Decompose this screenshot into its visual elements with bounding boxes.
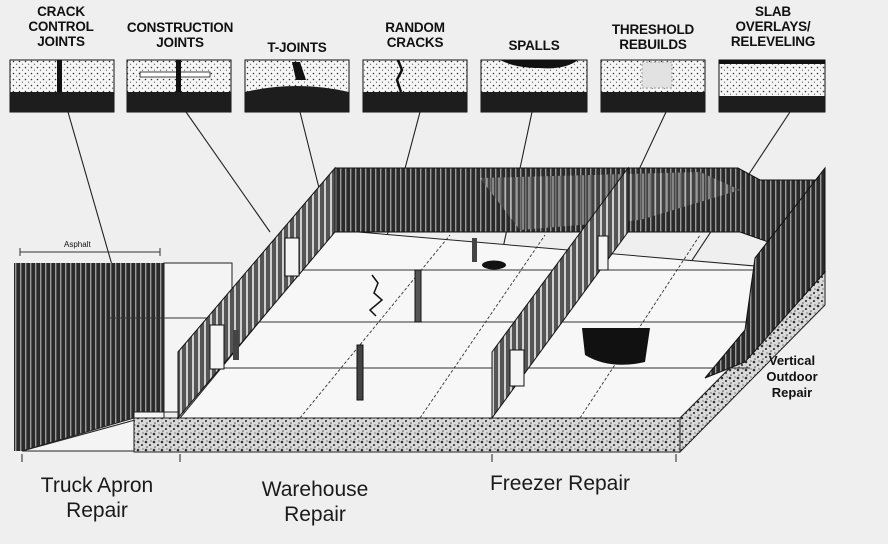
freezer-repair-label: Freezer Repair <box>489 472 631 495</box>
slab-samples <box>9 59 826 113</box>
warehouse-repair-label: Warehouse Repair <box>261 478 369 526</box>
label-construction-joints: CONSTRUCTION JOINTS <box>126 20 234 50</box>
vertical-outdoor-repair-label: Vertical Outdoor Repair <box>766 353 818 400</box>
asphalt-label: Asphalt <box>64 240 91 249</box>
truck-apron-repair-label: Truck Apron Repair <box>40 474 154 522</box>
joint-lines <box>210 234 810 419</box>
label-slab-overlays: SLAB OVERLAYS/ RELEVELING <box>730 4 816 49</box>
label-random-cracks: RANDOM CRACKS <box>385 20 445 50</box>
label-crack-control-joints: CRACK CONTROL JOINTS <box>28 4 94 49</box>
label-threshold-rebuilds: THRESHOLD REBUILDS <box>611 22 695 52</box>
label-t-joints: T-JOINTS <box>267 40 327 55</box>
label-spalls: SPALLS <box>508 38 560 53</box>
